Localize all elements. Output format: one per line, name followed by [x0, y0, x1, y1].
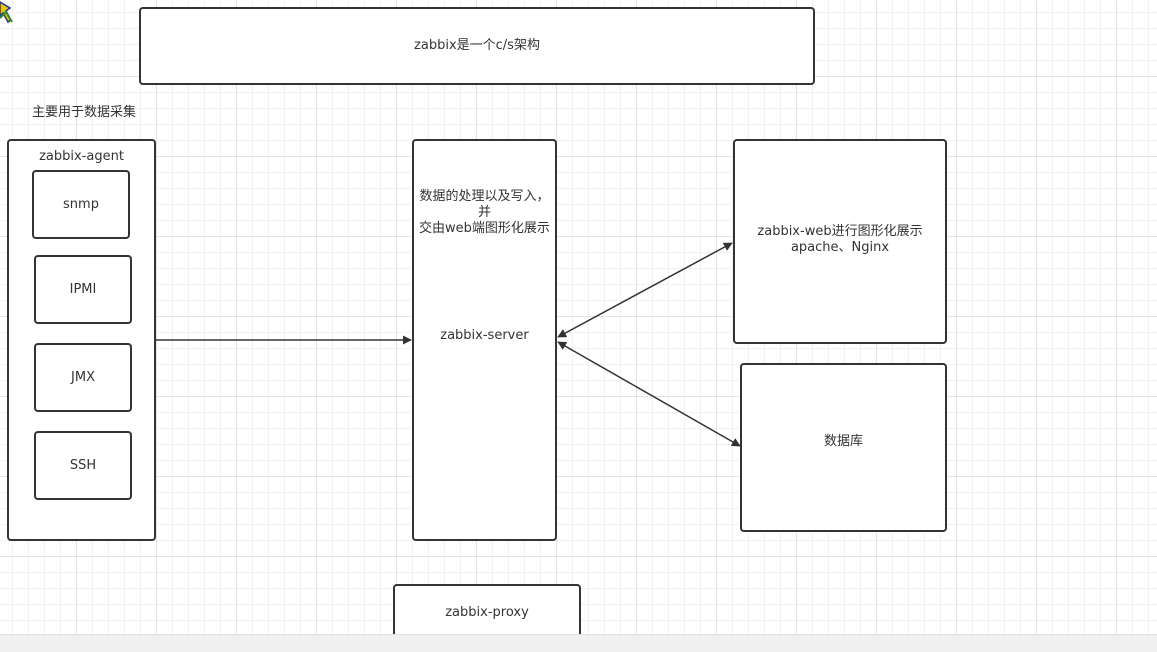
zabbix-web-line1: zabbix-web进行图形化展示 — [757, 223, 923, 239]
server-description-line2: 交由web端图形化展示 — [419, 221, 550, 236]
zabbix-proxy-box[interactable]: zabbix-proxy — [393, 584, 581, 641]
canvas-bottom-bar[interactable] — [0, 634, 1157, 652]
zabbix-web-box[interactable]: zabbix-web进行图形化展示 apache、Nginx — [733, 139, 947, 344]
server-label: zabbix-server — [440, 328, 529, 343]
agent-item-label: JMX — [71, 369, 95, 385]
agent-item-label: SSH — [69, 457, 97, 473]
architecture-title-text: zabbix是一个c/s架构 — [414, 38, 540, 53]
database-box[interactable]: 数据库 — [740, 363, 947, 532]
agent-item-ipmi[interactable]: IPMI — [34, 255, 132, 324]
agent-item-label: snmp — [63, 196, 99, 212]
agent-item-jmx[interactable]: JMX — [34, 343, 132, 412]
zabbix-server-box[interactable]: 数据的处理以及写入，并 交由web端图形化展示 zabbix-server — [412, 139, 557, 541]
server-description: 数据的处理以及写入，并 交由web端图形化展示 — [414, 189, 555, 237]
zabbix-agent-title: zabbix-agent — [39, 149, 124, 164]
zabbix-proxy-label: zabbix-proxy — [445, 604, 529, 620]
edge-server-web[interactable] — [557, 242, 733, 338]
edge-server-database[interactable] — [557, 341, 741, 447]
agent-caption: 主要用于数据采集 — [32, 105, 137, 120]
zabbix-web-line2: apache、Nginx — [790, 239, 890, 255]
cursor-icon — [0, 1, 13, 24]
database-label: 数据库 — [823, 433, 863, 449]
zabbix-web-text: zabbix-web进行图形化展示 apache、Nginx — [757, 224, 922, 256]
architecture-title-box[interactable]: zabbix是一个c/s架构 — [139, 7, 815, 85]
server-description-line1: 数据的处理以及写入，并 — [419, 189, 550, 220]
agent-item-snmp[interactable]: snmp — [32, 170, 130, 239]
agent-item-label: IPMI — [69, 281, 97, 297]
agent-item-ssh[interactable]: SSH — [34, 431, 132, 500]
